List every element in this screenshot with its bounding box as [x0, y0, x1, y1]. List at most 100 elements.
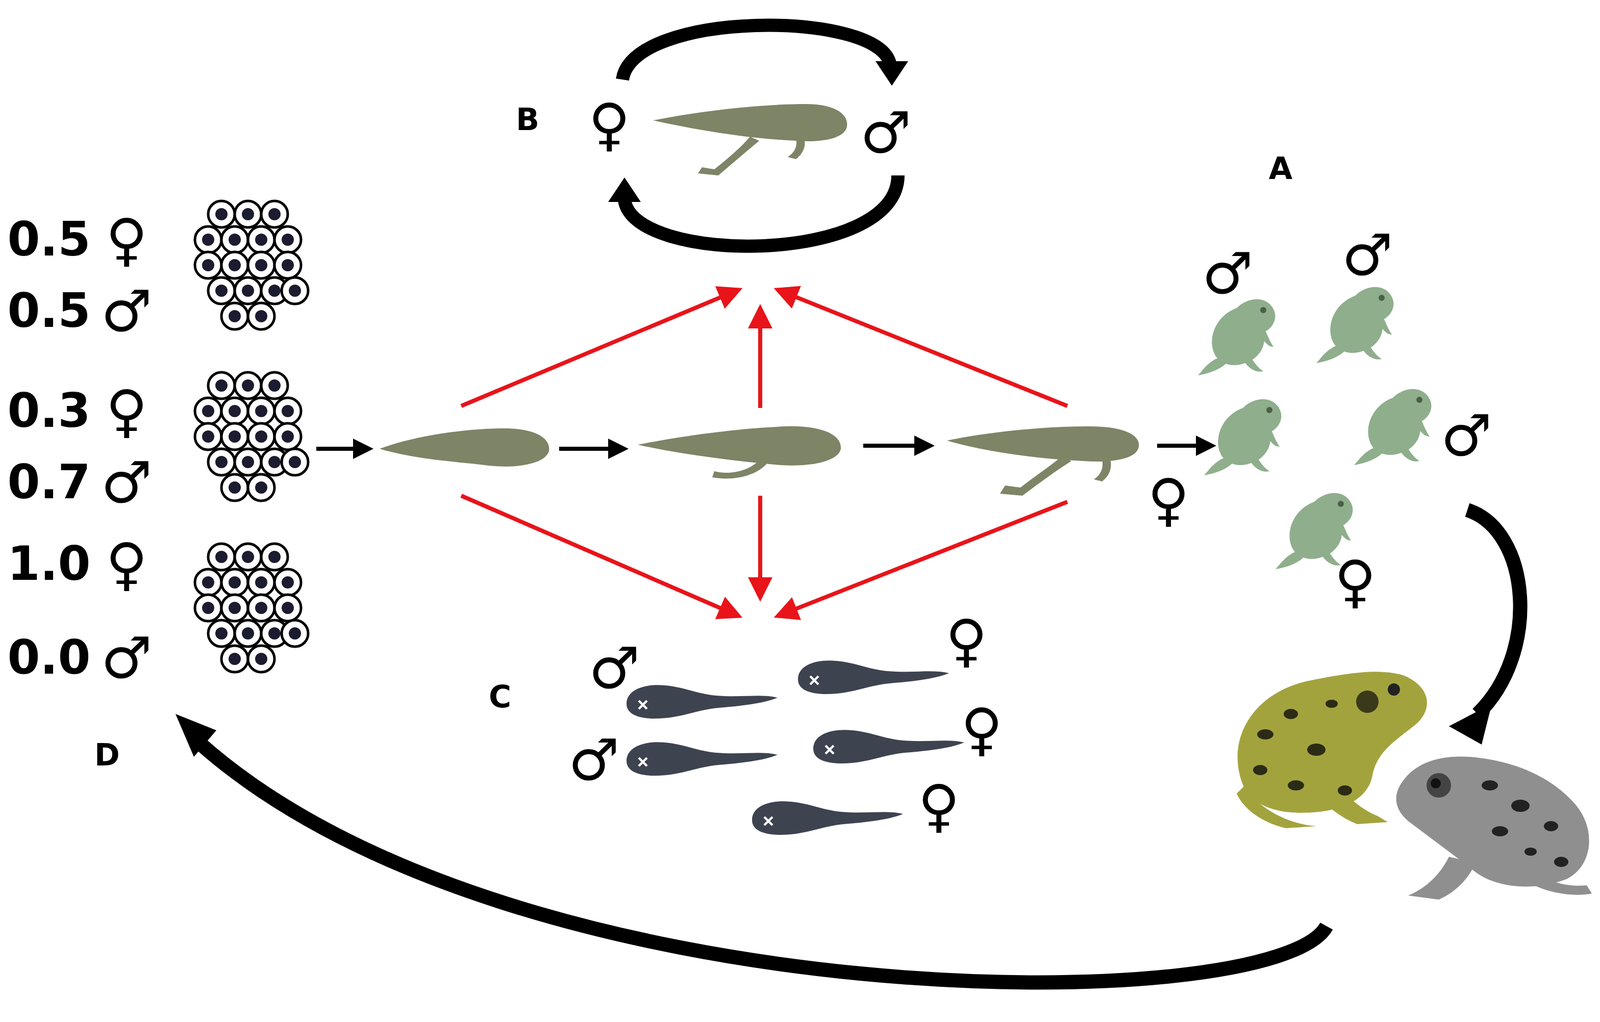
egg [261, 372, 288, 399]
egg-yolk [228, 430, 241, 443]
arrow [559, 446, 625, 452]
egg-yolk [228, 602, 241, 615]
egg-yolk [255, 405, 268, 418]
arrow [461, 289, 739, 407]
egg-yolk [281, 430, 294, 443]
egg-yolk [268, 379, 281, 392]
egg [221, 397, 248, 425]
sex-symbol: ♀ [1147, 471, 1190, 529]
sex-ratio: 0.5 [7, 287, 91, 335]
egg [208, 620, 235, 647]
egg-yolk [202, 405, 215, 418]
egg [274, 252, 302, 279]
egg [234, 277, 262, 305]
sex-symbol: ♀ [588, 95, 631, 154]
egg [274, 569, 302, 596]
egg-yolk [215, 627, 228, 640]
egg [274, 226, 302, 254]
egg [247, 303, 275, 330]
sex-ratio: 0.5 [7, 216, 91, 264]
arrow [863, 443, 931, 448]
egg [281, 620, 309, 647]
egg-yolk [241, 208, 255, 221]
egg-yolk [241, 379, 255, 392]
egg-yolk [228, 233, 241, 246]
arrow [758, 308, 763, 409]
egg-yolk [255, 481, 268, 494]
sex-symbol: ♂ [860, 104, 912, 162]
influence-arrows [461, 289, 1068, 617]
egg [261, 201, 288, 228]
egg-yolk [281, 602, 294, 615]
egg [274, 594, 302, 622]
egg [281, 448, 309, 476]
tadpole-sex-reversal [653, 104, 847, 176]
panel-letter: A [1268, 153, 1293, 184]
sex-symbol: ♂ [1440, 407, 1492, 465]
egg-yolk [241, 627, 255, 640]
egg-yolk [215, 551, 228, 564]
egg-clusters [194, 201, 309, 673]
egg-yolk [215, 379, 228, 392]
egg [234, 372, 262, 399]
egg-yolk [202, 430, 215, 443]
egg [234, 448, 262, 476]
egg [247, 474, 275, 502]
egg [194, 226, 222, 254]
sex-symbol: ♂ [568, 731, 620, 789]
egg-yolk [241, 456, 255, 469]
egg-yolk [228, 310, 241, 323]
egg [274, 397, 302, 425]
egg-yolk [255, 602, 268, 615]
egg-yolk [288, 284, 302, 297]
egg [194, 569, 222, 596]
egg-yolk [255, 233, 268, 246]
egg-yolk [268, 551, 281, 564]
egg-yolk [268, 208, 281, 221]
arrow [316, 446, 370, 452]
adult-frog-grey [1396, 756, 1592, 900]
egg-yolk [288, 456, 302, 469]
egg [234, 543, 262, 571]
egg [281, 277, 309, 305]
egg-yolk [281, 576, 294, 589]
egg-yolk [228, 405, 241, 418]
panel-letter: C [488, 681, 512, 713]
egg [221, 303, 248, 330]
egg-yolk [215, 284, 228, 297]
egg-yolk [281, 405, 294, 418]
egg [194, 252, 222, 279]
egg [221, 226, 248, 254]
egg-yolk [228, 481, 241, 494]
tadpole-four-legs [946, 426, 1139, 496]
egg-yolk [228, 259, 241, 272]
sex-symbol: ♀ [960, 701, 1003, 759]
egg-yolk [268, 627, 281, 640]
tadpole-hind-legs [637, 426, 841, 480]
egg [208, 277, 235, 305]
egg-yolk [255, 576, 268, 589]
sex-symbol: ♀ [917, 777, 960, 835]
egg-yolk [202, 576, 215, 589]
egg [247, 252, 275, 279]
egg [221, 252, 248, 279]
sex-symbol: ♀ [105, 535, 148, 593]
egg [221, 569, 248, 596]
sex-ratio: 0.3 [7, 387, 91, 435]
egg [208, 543, 235, 571]
egg-yolk [202, 259, 215, 272]
egg [221, 474, 248, 502]
egg [247, 423, 275, 450]
sex-symbol: ♂ [101, 282, 153, 340]
arrow [758, 495, 763, 598]
sex-symbol: ♀ [105, 382, 148, 440]
egg-yolk [241, 284, 255, 297]
arrow [777, 502, 1068, 617]
egg [194, 423, 222, 450]
egg [247, 645, 275, 673]
egg [194, 594, 222, 622]
sex-symbol: ♂ [101, 454, 153, 512]
egg [247, 569, 275, 596]
sex-ratio: 0.0 [7, 634, 91, 682]
